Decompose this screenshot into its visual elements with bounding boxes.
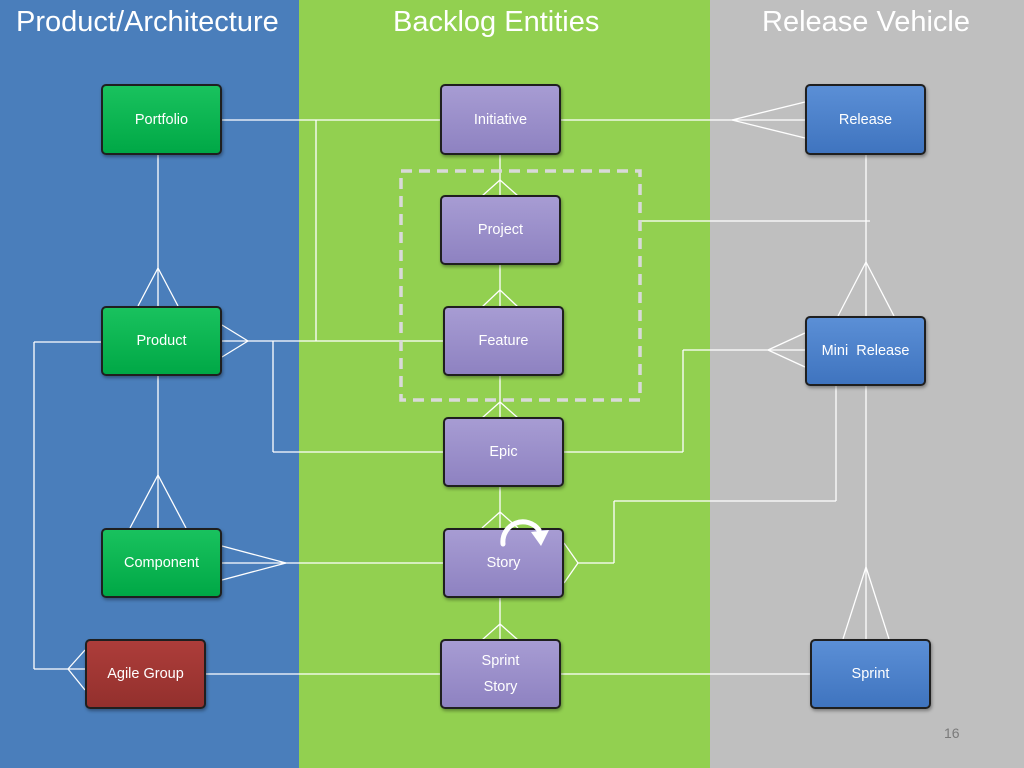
mini-release-box: Mini Release: [805, 316, 926, 386]
project-label: Project: [477, 222, 524, 238]
product-agile-group-connector: [33, 341, 101, 691]
component-box: Component: [101, 528, 222, 598]
epic-box: Epic: [443, 417, 564, 487]
sprint-story-label-line1: Sprint: [481, 653, 520, 669]
component-label: Component: [124, 555, 199, 571]
initiative-project-connector: [481, 155, 519, 197]
initiative-box: Initiative: [440, 84, 561, 155]
product-feature-connector: [221, 324, 443, 358]
page-number: 16: [944, 725, 960, 741]
product-architecture-heading: Product/Architecture: [16, 6, 279, 38]
epic-mini-release-connector: [564, 332, 806, 453]
sprint-story-box: Sprint Story: [440, 639, 561, 709]
project-feature-connector: [481, 265, 519, 308]
release-mini-release-connector: [837, 155, 895, 317]
epic-label: Epic: [489, 444, 518, 460]
agile-group-label: Agile Group: [107, 666, 184, 682]
curved-arrow-icon: [500, 519, 549, 547]
release-label: Release: [838, 111, 893, 128]
product-component-connector: [129, 376, 187, 529]
initiative-label: Initiative: [473, 111, 528, 128]
story-sprint-story-connector: [481, 598, 519, 641]
backlog-entities-heading: Backlog Entities: [393, 6, 600, 38]
product-epic-connector: [272, 341, 443, 453]
release-box: Release: [805, 84, 926, 155]
component-story-connector: [221, 545, 443, 581]
product-box: Product: [101, 306, 222, 376]
sprint-story-label-line2: Story: [483, 679, 518, 695]
project-box: Project: [440, 195, 561, 265]
feature-box: Feature: [443, 306, 564, 376]
sprint-label: Sprint: [851, 666, 890, 682]
portfolio-label: Portfolio: [134, 111, 189, 128]
mini-release-sprint-connector: [842, 386, 890, 640]
feature-epic-connector: [481, 376, 519, 419]
agile-group-box: Agile Group: [85, 639, 206, 709]
story-mini-release-connector: [563, 386, 837, 584]
feature-label: Feature: [478, 333, 529, 349]
portfolio-box: Portfolio: [101, 84, 222, 155]
product-label: Product: [136, 333, 187, 349]
story-label: Story: [486, 555, 521, 571]
release-vehicle-heading: Release Vehicle: [762, 6, 970, 38]
portfolio-product-connector: [137, 155, 179, 307]
sprint-box: Sprint: [810, 639, 931, 709]
mini-release-label: Mini Release: [821, 343, 910, 359]
initiative-release-connector: [560, 101, 806, 139]
